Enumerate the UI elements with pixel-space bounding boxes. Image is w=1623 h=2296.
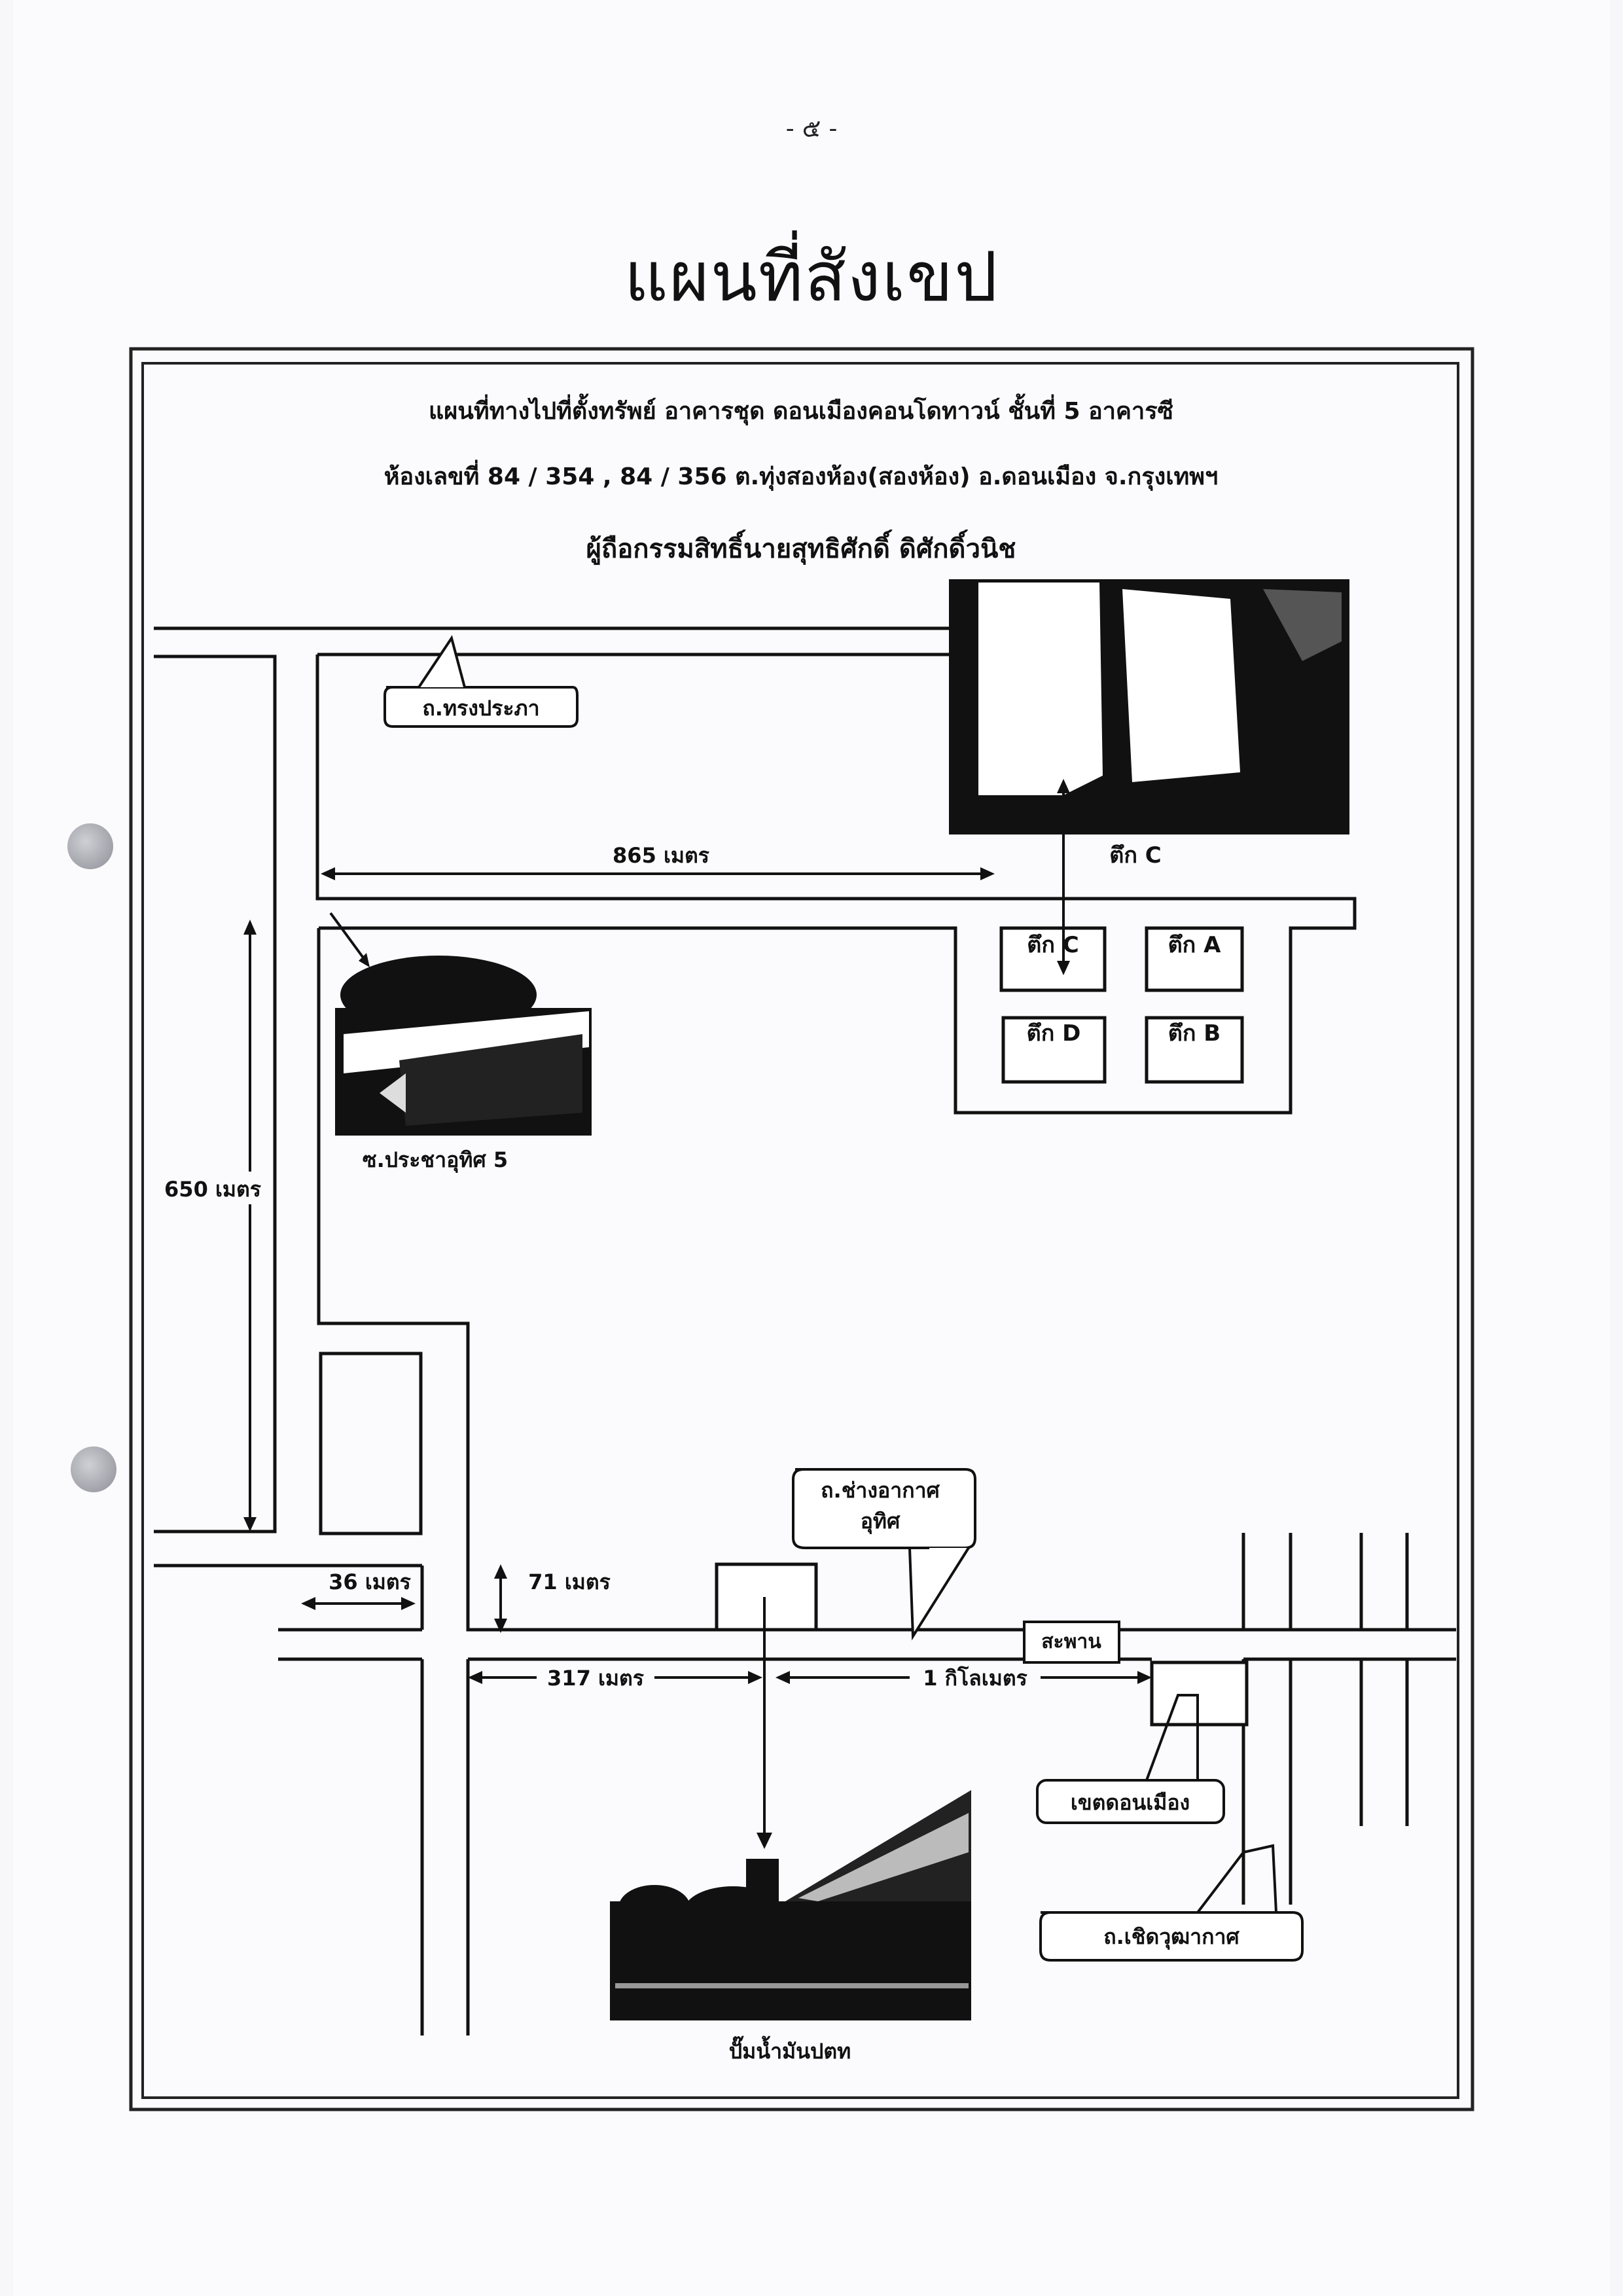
outer-frame bbox=[129, 347, 1474, 2111]
map-header-line3: ผู้ถือกรรมสิทธิ์นายสุทธิศักดิ์ ดิศักดิ์ว… bbox=[586, 529, 1016, 565]
callout-thong-prapha bbox=[383, 686, 579, 728]
building-b-box bbox=[1145, 1016, 1244, 1084]
district-label: เขตดอนเมือง bbox=[1071, 1790, 1190, 1815]
building-d-box bbox=[1001, 1016, 1107, 1084]
soi-label: ซ.ประชาอุทิศ 5 bbox=[363, 1147, 508, 1174]
building-a-box bbox=[1145, 926, 1244, 992]
distance-650: 650 เมตร bbox=[164, 1177, 261, 1202]
distance-865: 865 เมตร bbox=[613, 843, 709, 868]
distance-1km: 1 กิโลเมตร bbox=[923, 1666, 1027, 1691]
building-b-label: ตึก B bbox=[1168, 1020, 1221, 1047]
punch-hole-bottom bbox=[71, 1446, 116, 1492]
building-c-photo bbox=[949, 579, 1349, 834]
bridge-box bbox=[1023, 1621, 1120, 1664]
inner-frame bbox=[141, 362, 1459, 2099]
building-c-photo-label: ตึก C bbox=[1109, 842, 1161, 869]
callout-chang-akat bbox=[792, 1468, 976, 1549]
gas-station-photo bbox=[610, 1790, 971, 2020]
soi-sign-photo bbox=[335, 956, 592, 1136]
map-header-line2: ห้องเลขที่ 84 / 354 , 84 / 356 ต.ทุ่งสอง… bbox=[384, 459, 1219, 492]
building-d-label: ตึก D bbox=[1027, 1020, 1081, 1047]
road-label-thong-prapha: ถ.ทรงประภา bbox=[422, 696, 539, 721]
building-c-box bbox=[999, 926, 1107, 992]
road-label-choet-wuthakat: ถ.เชิดวุฒากาศ bbox=[1103, 1924, 1240, 1950]
distance-317: 317 เมตร bbox=[547, 1666, 644, 1691]
punch-hole-top bbox=[67, 823, 113, 869]
page-number: - ๕ - bbox=[785, 114, 838, 143]
gas-station-label: ปั๊มน้ำมันปตท bbox=[729, 2036, 851, 2064]
distance-71: 71 เมตร bbox=[528, 1570, 611, 1594]
callout-district bbox=[1036, 1779, 1225, 1824]
distance-36: 36 เมตร bbox=[329, 1570, 411, 1594]
page-title: แผนที่สังเขป bbox=[624, 237, 999, 317]
callout-choet-wuthakat bbox=[1039, 1911, 1304, 1962]
road-network bbox=[154, 626, 1456, 2036]
map-header-line1: แผนที่ทางไปที่ตั้งทรัพย์ อาคารชุด ดอนเมื… bbox=[429, 393, 1173, 426]
road-label-chang-akat-1: ถ.ช่างอากาศ bbox=[821, 1478, 940, 1503]
landmark-box-gas bbox=[715, 1562, 818, 1632]
building-a-label: ตึก A bbox=[1168, 932, 1222, 958]
landmark-box-district bbox=[1150, 1660, 1249, 1727]
building-c-label: ตึก C bbox=[1027, 932, 1079, 958]
road-label-chang-akat-2: อุทิศ bbox=[861, 1509, 901, 1535]
buildings-group bbox=[715, 926, 1249, 1727]
bridge-label: สะพาน bbox=[1041, 1630, 1101, 1653]
